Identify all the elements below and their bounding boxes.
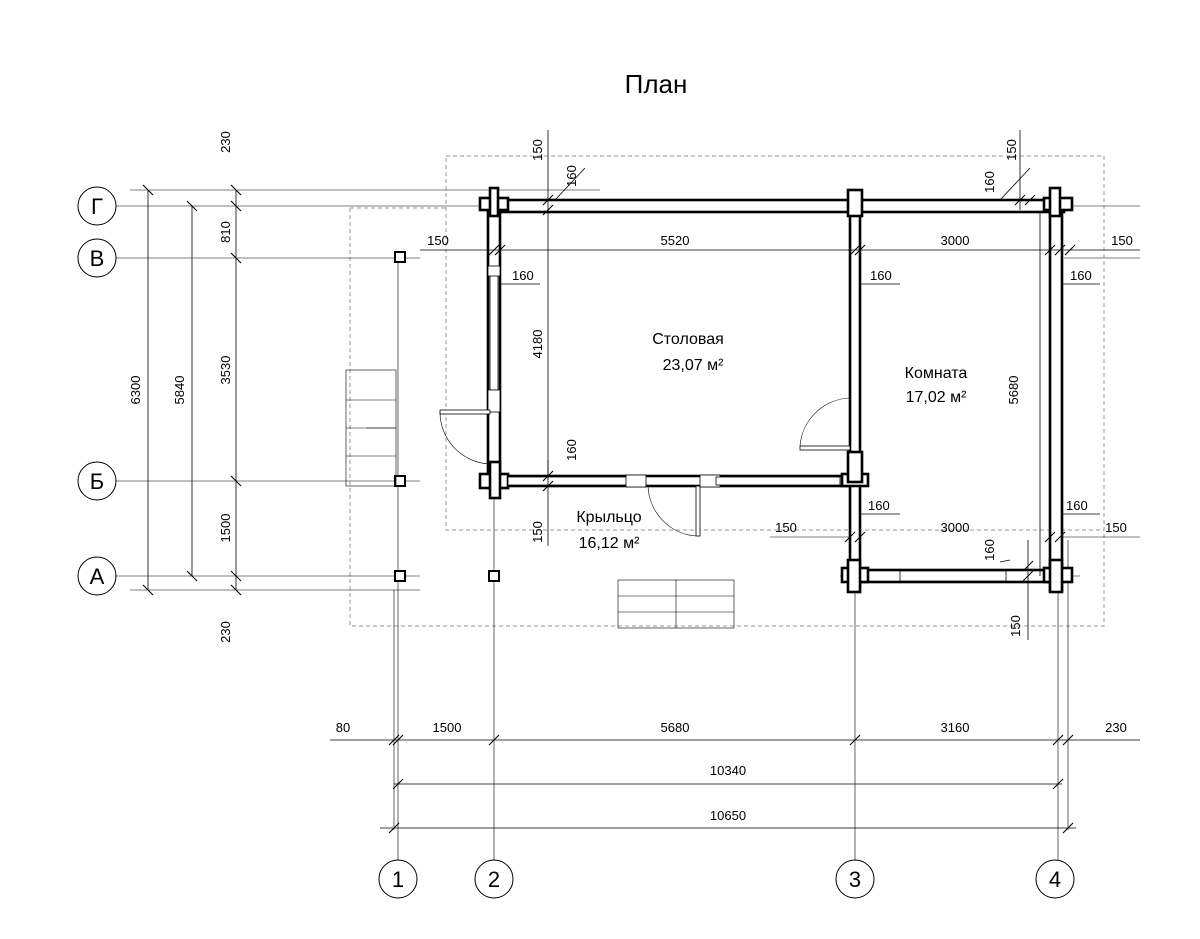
dim-mid-160-d: 160 <box>1066 498 1088 513</box>
dim-mid-160-c: 160 <box>868 498 890 513</box>
room-area-room: 17,02 м² <box>906 389 967 406</box>
dim-mid-150-right: 150 <box>1105 520 1127 535</box>
column-axis-bubbles: 1 2 3 4 <box>378 859 1075 899</box>
windows <box>487 265 1007 582</box>
dim-left-3530: 3530 <box>218 356 233 385</box>
inner-dimension-lines <box>420 130 1140 640</box>
roof-outline-porch <box>349 207 1105 627</box>
dim-left-230-top: 230 <box>218 131 233 153</box>
dim-mid-160-wall: 160 <box>564 439 579 461</box>
dim-row-150-left: 150 <box>427 233 449 248</box>
inner-leaders <box>500 283 1100 563</box>
axis-col-1: 1 <box>392 867 404 892</box>
dim-b-230: 230 <box>1105 720 1127 735</box>
dim-b-10650: 10650 <box>710 808 746 823</box>
dim-b-5680: 5680 <box>661 720 690 735</box>
dim-wall-160-right: 160 <box>1070 268 1092 283</box>
dim-left-230-bottom: 230 <box>218 621 233 643</box>
dim-top-160-a: 160 <box>564 165 579 187</box>
axis-col-3: 3 <box>849 867 861 892</box>
dim-row-150-right: 150 <box>1111 233 1133 248</box>
dim-row-5520: 5520 <box>661 233 690 248</box>
dim-mid-150-c: 150 <box>775 520 797 535</box>
dim-left-5840: 5840 <box>172 376 187 405</box>
left-dimension-ticks <box>142 184 242 596</box>
inner-ticks <box>488 194 1076 582</box>
room-name-dining: Столовая <box>652 331 724 348</box>
dim-inner-4180: 4180 <box>530 330 545 359</box>
dim-top-160-b: 160 <box>982 171 997 193</box>
axis-row-g: Г <box>91 194 103 219</box>
dim-b-1500: 1500 <box>433 720 462 735</box>
axis-col-4: 4 <box>1049 867 1061 892</box>
dim-left-810: 810 <box>218 221 233 243</box>
axis-row-b: Б <box>90 469 104 494</box>
dim-inner-5680: 5680 <box>1006 376 1021 405</box>
room-name-porch: Крыльцо <box>576 509 641 526</box>
dim-bot-160: 160 <box>982 539 997 561</box>
dim-mid-3000: 3000 <box>941 520 970 535</box>
dim-wall-160-mid: 160 <box>870 268 892 283</box>
porch-steps <box>345 369 735 629</box>
row-axis-bubbles: Г В Б А <box>77 186 117 596</box>
dim-left-1500: 1500 <box>218 514 233 543</box>
doors <box>439 397 851 537</box>
dim-bot-150: 150 <box>1008 615 1023 637</box>
dim-b-10340: 10340 <box>710 763 746 778</box>
porch-posts <box>394 251 500 582</box>
dim-mid-150-porch: 150 <box>530 521 545 543</box>
dim-left-6300: 6300 <box>128 376 143 405</box>
axis-row-v: В <box>90 246 105 271</box>
dim-top-150-b: 150 <box>1004 139 1019 161</box>
axis-col-2: 2 <box>488 867 500 892</box>
room-area-dining: 23,07 м² <box>663 357 724 374</box>
dim-b-80: 80 <box>336 720 350 735</box>
dim-b-3160: 3160 <box>941 720 970 735</box>
room-area-porch: 16,12 м² <box>579 535 640 552</box>
dim-wall-160-left: 160 <box>512 268 534 283</box>
axis-row-a: А <box>90 564 105 589</box>
bottom-dimension-lines <box>330 739 1140 829</box>
dim-top-150-a: 150 <box>530 139 545 161</box>
dim-row-3000-top: 3000 <box>941 233 970 248</box>
left-dimension-lines <box>147 190 237 590</box>
room-name-room: Комната <box>905 365 968 382</box>
bottom-dimension-ticks <box>388 734 1074 834</box>
plan-title: План <box>625 69 688 99</box>
